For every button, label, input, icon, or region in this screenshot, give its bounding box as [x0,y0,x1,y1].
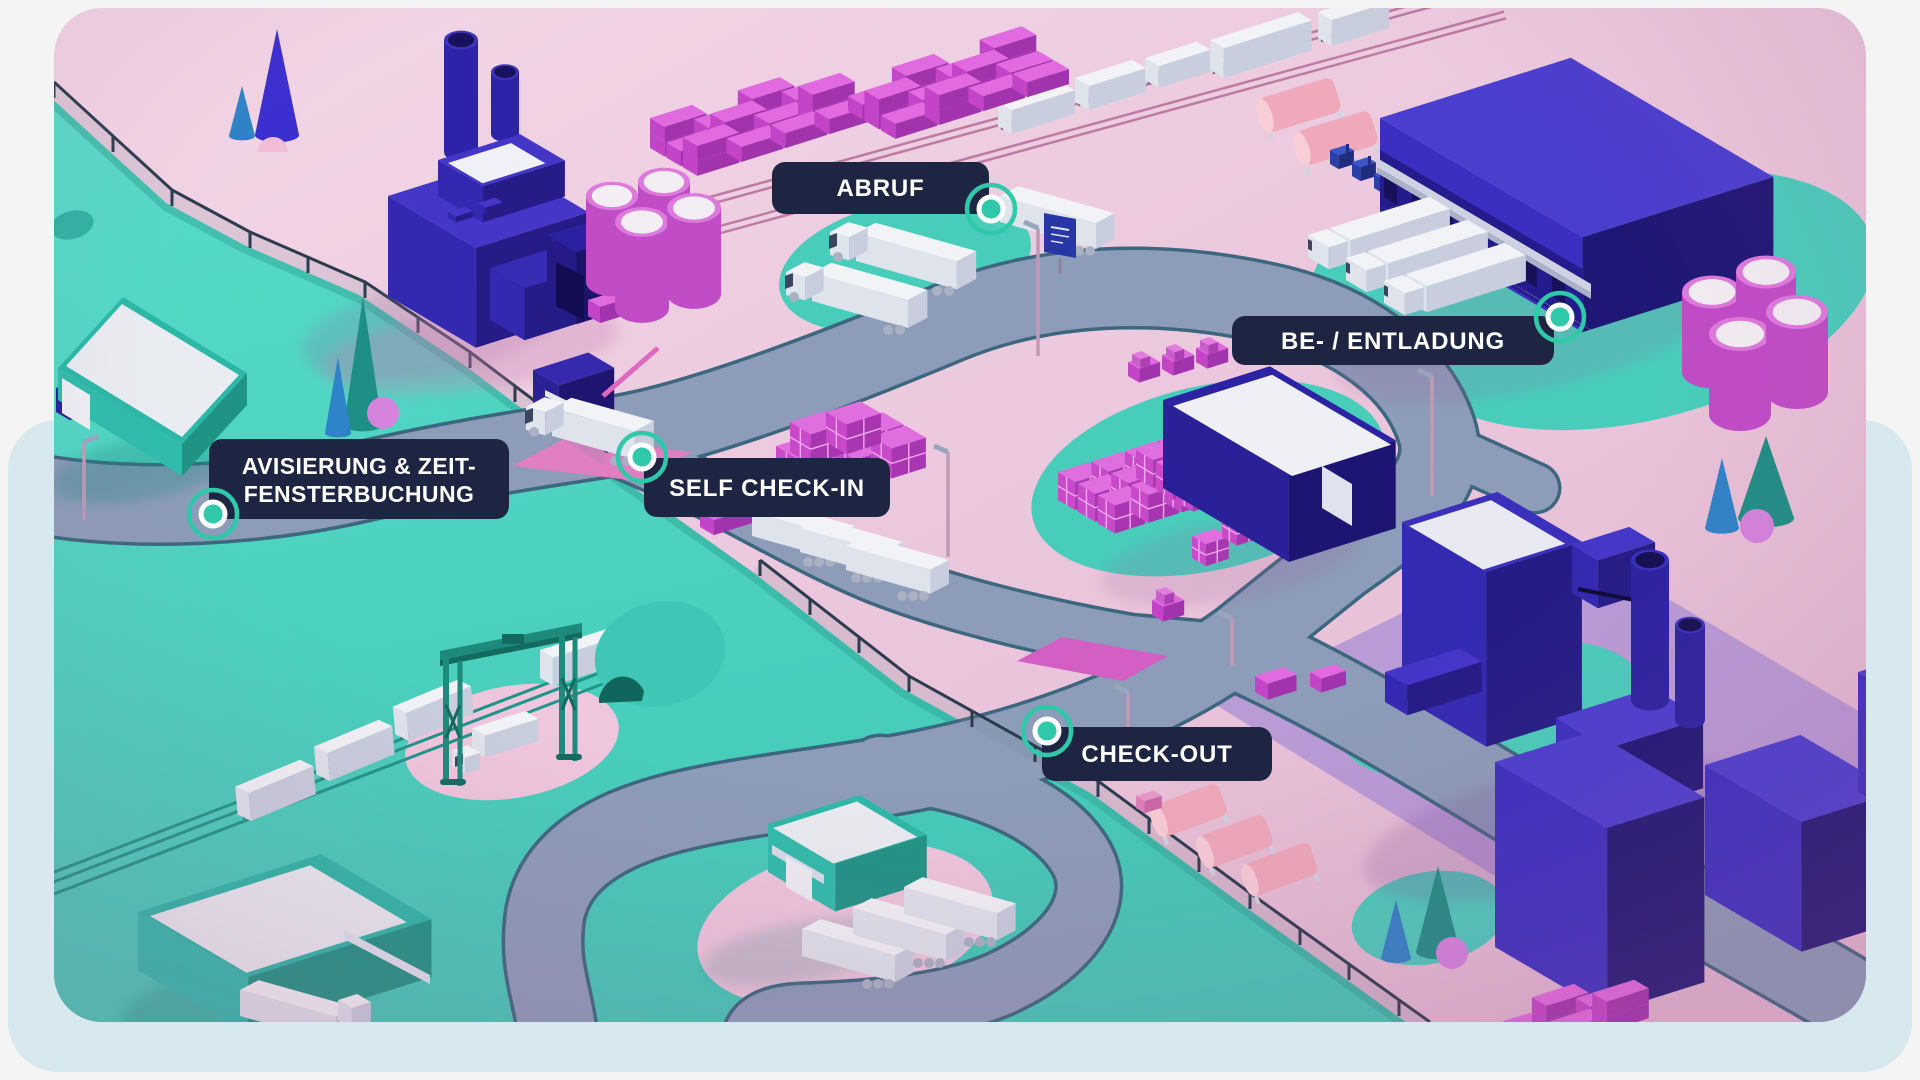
svg-text:SELF CHECK-IN: SELF CHECK-IN [669,475,865,502]
svg-text:CHECK-OUT: CHECK-OUT [1081,741,1232,768]
svg-text:ABRUF: ABRUF [837,175,925,202]
svg-text:AVISIERUNG & ZEIT-: AVISIERUNG & ZEIT- [242,453,476,479]
svg-text:FENSTERBUCHUNG: FENSTERBUCHUNG [244,481,475,507]
svg-text:BE- / ENTLADUNG: BE- / ENTLADUNG [1281,328,1505,355]
